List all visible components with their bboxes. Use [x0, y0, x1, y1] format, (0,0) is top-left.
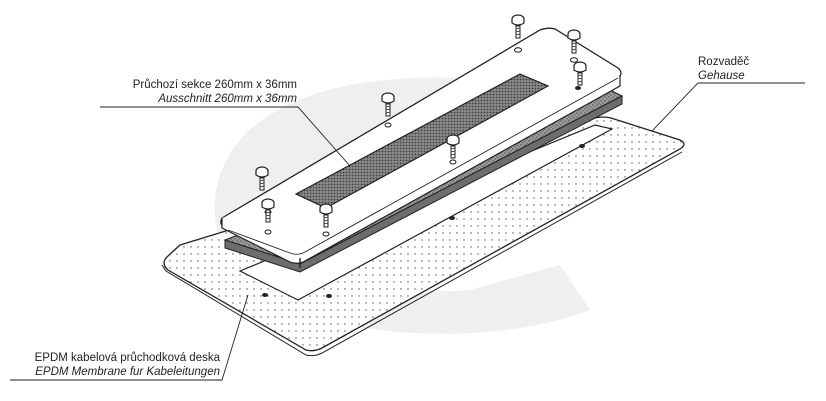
housing-label: Rozvaděč Gehause [698, 55, 749, 83]
cutout-leader [100, 106, 351, 167]
housing-label-cz: Rozvaděč [698, 56, 750, 68]
cutout-label-cz: Průchozí sekce 260mm x 36mm [132, 79, 297, 91]
screw-icon [511, 14, 525, 39]
membrane-leader [10, 294, 249, 381]
membrane-label-de: EPDM Membrane fur Kabeleitungen [35, 366, 220, 378]
membrane-label-cz: EPDM kabelová průchodková deska [34, 352, 220, 364]
cutout-label-de: Ausschnitt 260mm x 36mm [158, 93, 297, 105]
housing-label-de: Gehause [698, 70, 745, 82]
frame-plate [220, 27, 622, 268]
cutout-label: Průchozí sekce 260mm x 36mm Ausschnitt 2… [100, 78, 297, 106]
housing-panel [161, 116, 685, 357]
membrane-label: EPDM kabelová průchodková deska EPDM Mem… [10, 351, 220, 379]
housing-leader [651, 82, 805, 132]
